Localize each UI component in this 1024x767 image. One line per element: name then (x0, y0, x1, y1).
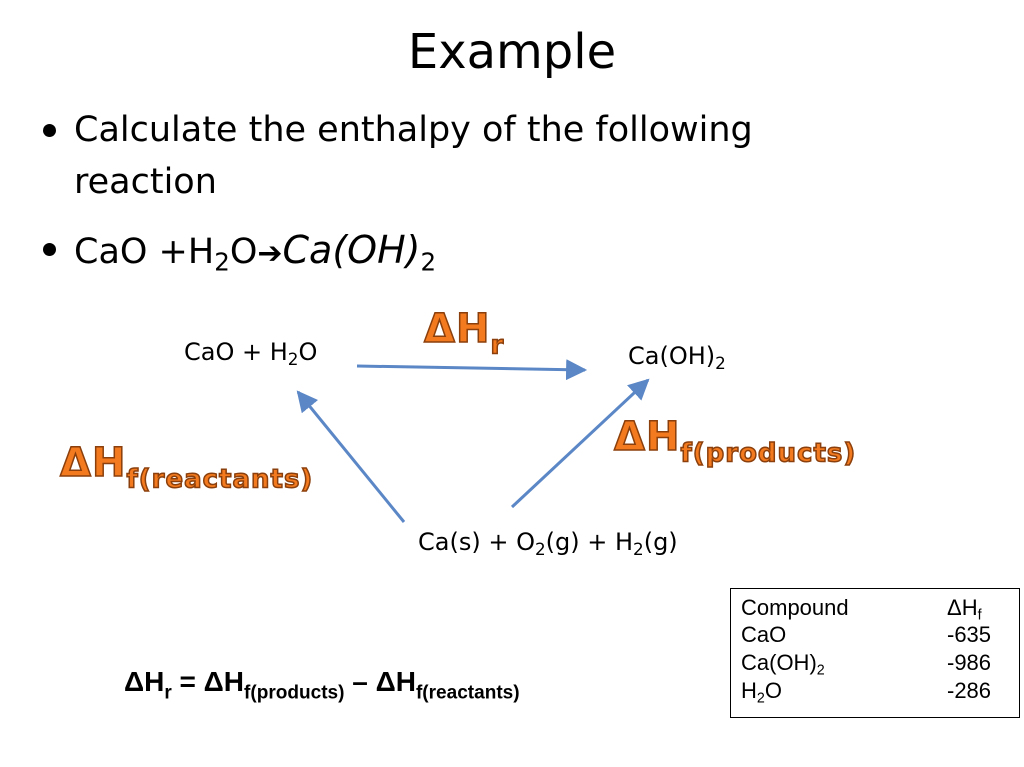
arrow-reactants (296, 390, 406, 523)
value-cell: -635 (947, 622, 992, 647)
arrow-products (510, 378, 650, 509)
compound-cell: H2O (741, 678, 782, 707)
product-text: Ca(OH) (282, 228, 421, 272)
bullet-text-line1: Calculate the enthalpy of the following (74, 110, 753, 150)
arrow-reaction (356, 359, 588, 381)
elements-label: Ca(s) + O2(g) + H2(g) (418, 528, 678, 560)
compound-cell: CaO (741, 622, 787, 647)
header-compound: Compound (741, 595, 849, 620)
reaction-equation: CaO +H2O➔Ca(OH)2 (74, 224, 436, 288)
subscript: 2 (420, 247, 437, 277)
products-label: Ca(OH)2 (628, 342, 726, 374)
reactants-label: CaO + H2O (184, 338, 318, 370)
hess-law-formula: ΔHr = ΔHf(products) – ΔHf(reactants) (124, 666, 520, 704)
table-header: Compound ΔHf (741, 595, 1009, 624)
delta-h-reaction-label: ΔHr (423, 305, 505, 361)
bullet-dot (43, 124, 56, 137)
arrow-icon: ➔ (257, 236, 283, 271)
delta-h-reactants-label: ΔHf(reactants) (59, 439, 314, 495)
reactants-text-o: O (229, 232, 258, 272)
compound-cell: Ca(OH)2 (741, 650, 825, 679)
table-row: H2O -286 (741, 678, 1009, 707)
value-cell: -286 (947, 678, 992, 703)
bullet-text-line2: reaction (74, 162, 217, 202)
bullet-dot (43, 243, 56, 256)
header-delta-hf: ΔHf (947, 595, 982, 624)
value-cell: -986 (947, 650, 992, 675)
reactants-text: CaO +H (74, 232, 215, 272)
subscript: 2 (214, 247, 230, 277)
table-row: CaO -635 (741, 622, 1009, 648)
delta-h-products-label: ΔHf(products) (613, 413, 857, 469)
enthalpy-table: Compound ΔHf CaO -635 Ca(OH)2 -986 H2O -… (730, 588, 1020, 718)
table-row: Ca(OH)2 -986 (741, 650, 1009, 679)
slide-title: Example (407, 24, 617, 80)
